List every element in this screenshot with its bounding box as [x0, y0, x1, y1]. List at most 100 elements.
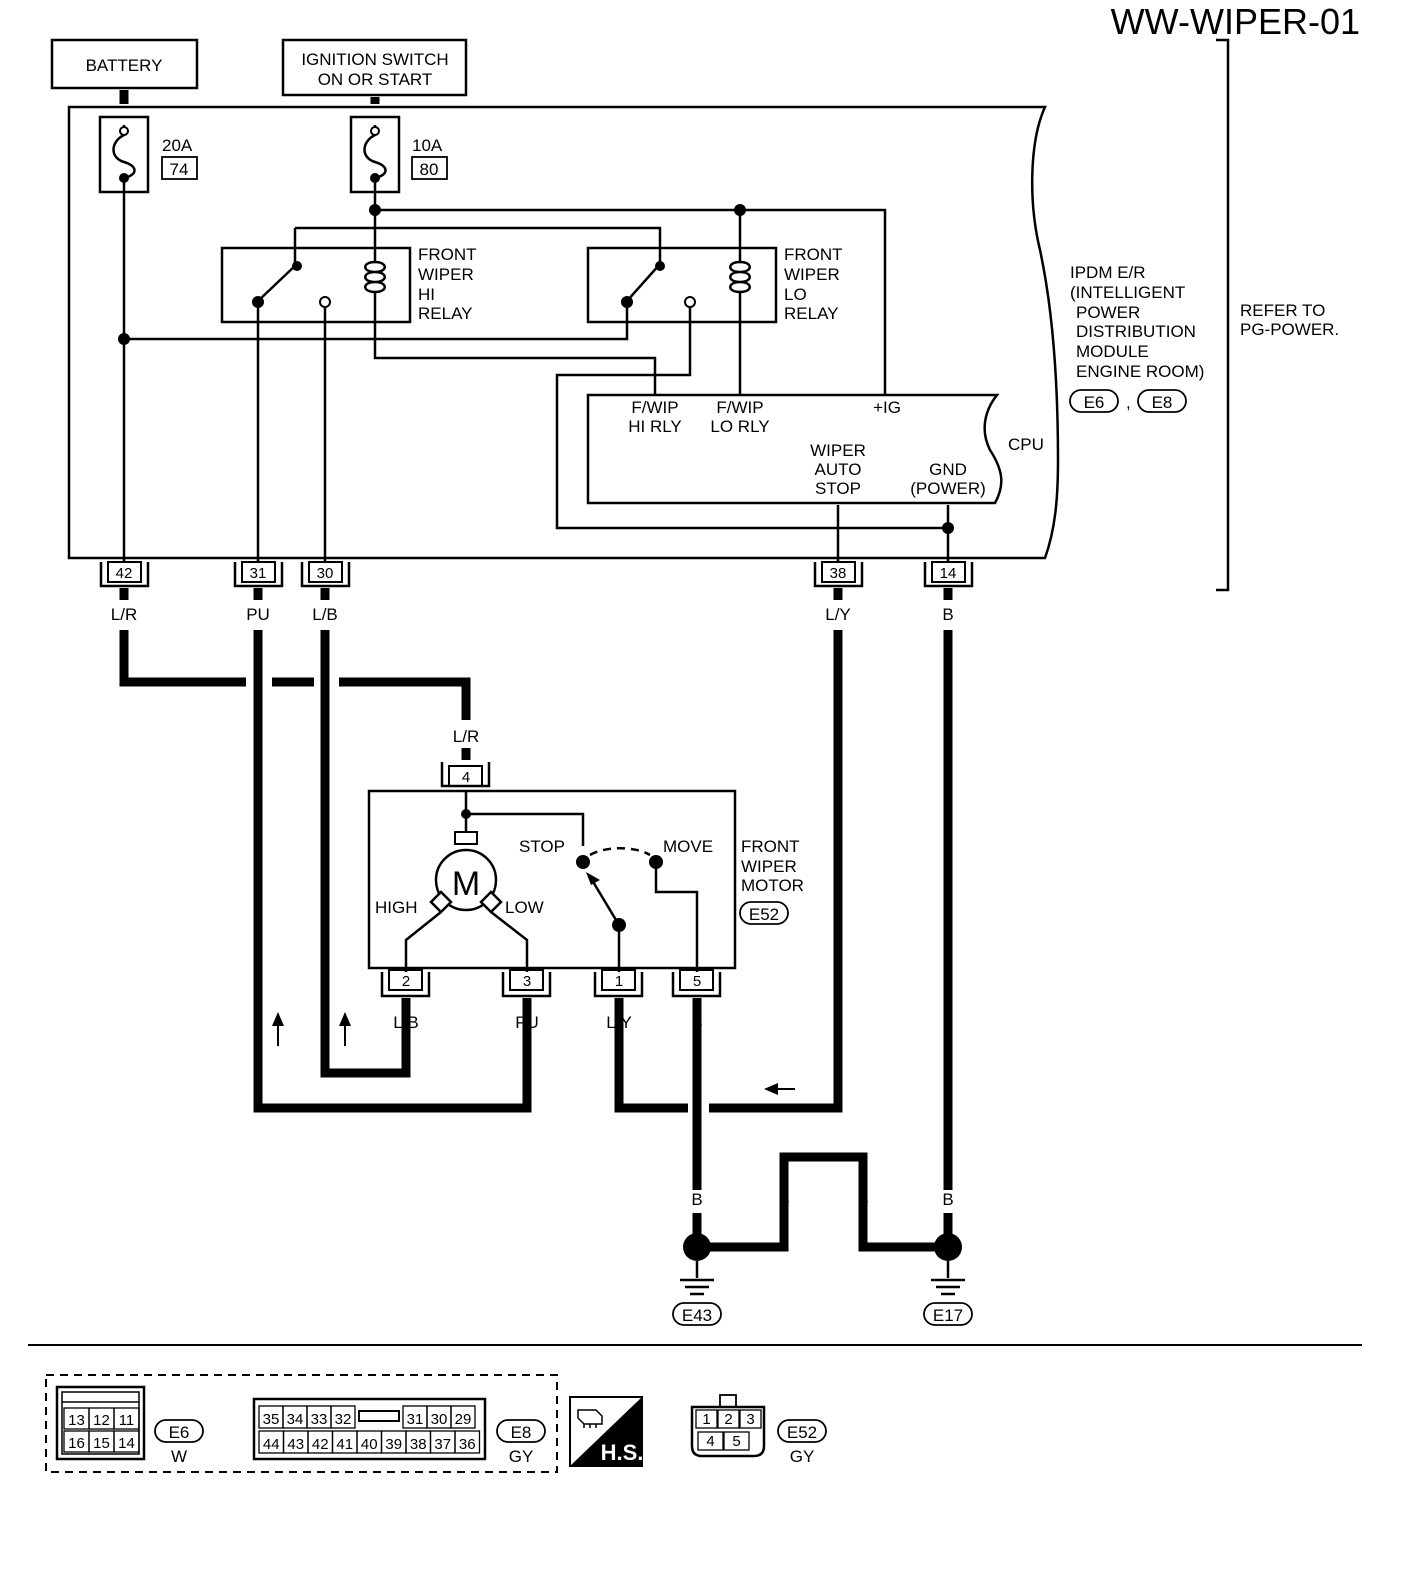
lo-relay-label-4: RELAY	[784, 304, 839, 323]
ignition-switch-source: IGNITION SWITCH ON OR START	[281, 38, 468, 97]
connector-e6-id: E6	[169, 1423, 190, 1442]
motor-pin-1: 1 L/Y	[593, 969, 644, 1032]
fuse-74: 20A 74	[98, 115, 198, 194]
motor-name-3: MOTOR	[741, 876, 804, 895]
connector-e8-color: GY	[509, 1447, 534, 1466]
pin-38: 38	[830, 565, 847, 582]
motor-pin-5-wire: B	[691, 1013, 702, 1032]
ipdm-line-4: DISTRIBUTION	[1076, 322, 1196, 341]
e8-pin-37-label: 37	[434, 1436, 451, 1453]
cpu-lo-rly-1: F/WIP	[716, 398, 763, 417]
wire-38-color: L/Y	[825, 605, 851, 624]
e8-pin-40-label: 40	[361, 1436, 378, 1453]
ignition-label-line2: ON OR START	[318, 70, 433, 89]
motor-pin-1-wire: L/Y	[606, 1013, 632, 1032]
fuse-74-number: 74	[170, 160, 189, 179]
motor-pin-2: 2 L/B	[380, 969, 431, 1032]
e8-pin-31-label: 31	[407, 1411, 424, 1428]
lo-relay-label-1: FRONT	[784, 245, 843, 264]
connector-e52-color: GY	[790, 1447, 815, 1466]
connector-e8-id: E8	[511, 1423, 532, 1442]
hi-relay-label-2: WIPER	[418, 265, 474, 284]
fuse-80-number: 80	[420, 160, 439, 179]
ipdm-line-5: MODULE	[1076, 342, 1149, 361]
ground-wire-label-2: B	[778, 1190, 789, 1209]
connector-e6-color: W	[171, 1447, 187, 1466]
hi-relay-label-4: RELAY	[418, 304, 473, 323]
e52-pin-5-cell	[723, 1431, 750, 1451]
wire-42-color: L/R	[111, 605, 137, 624]
e8-pin-29-cell	[450, 1405, 476, 1429]
ground-wire-label-4: B	[942, 1190, 953, 1209]
pin-42: 42	[116, 565, 133, 582]
cpu-auto-stop-3: STOP	[815, 479, 861, 498]
cpu-auto-stop-1: WIPER	[810, 441, 866, 460]
cpu-label: CPU	[1008, 435, 1044, 454]
motor-move-label: MOVE	[663, 837, 713, 856]
hs-label: H.S.	[601, 1440, 644, 1465]
ground-e17: E17	[923, 1261, 973, 1326]
e52-pin-3-cell	[739, 1409, 762, 1429]
motor-name-1: FRONT	[741, 837, 800, 856]
ipdm-connector-sep: ,	[1126, 393, 1131, 412]
refer-bracket	[1216, 38, 1230, 592]
e52-pin-5-label: 5	[732, 1433, 740, 1450]
e8-pin-43-label: 43	[287, 1436, 304, 1453]
e8-pin-29-label: 29	[455, 1411, 472, 1428]
motor-pin-1-number: 1	[615, 973, 623, 990]
e8-key-slot-cell	[358, 1410, 400, 1422]
ipdm-connector-e8: E8	[1152, 393, 1173, 412]
ground-e43: E43	[672, 1261, 722, 1326]
cpu-block: F/WIP HI RLY F/WIP LO RLY +IG WIPER AUTO…	[586, 393, 1044, 505]
ipdm-line-6: ENGINE ROOM)	[1076, 362, 1204, 381]
e8-pin-41-label: 41	[336, 1436, 353, 1453]
ipdm-line-3: POWER	[1076, 303, 1140, 322]
ipdm-line-2: (INTELLIGENT	[1070, 283, 1185, 302]
front-wiper-lo-relay: FRONT WIPER LO RELAY	[586, 245, 843, 324]
cpu-auto-stop-2: AUTO	[815, 460, 862, 479]
ground-wire-label-1: B	[691, 1190, 702, 1209]
e8-pin-38-label: 38	[410, 1436, 427, 1453]
motor-pin-2-number: 2	[402, 973, 410, 990]
ground-e17-label: E17	[933, 1306, 963, 1325]
connector-e52-id: E52	[787, 1423, 817, 1442]
ipdm-internal-wiring	[118, 178, 954, 562]
fuse-80: 10A 80	[349, 115, 448, 194]
cpu-lo-rly-2: LO RLY	[710, 417, 769, 436]
e6-pin-14-label: 14	[118, 1435, 135, 1452]
ipdm-line-1: IPDM E/R	[1070, 263, 1146, 282]
legend-dashed-box	[45, 1374, 558, 1473]
e52-pin-4-label: 4	[706, 1433, 714, 1450]
battery-source: BATTERY	[50, 38, 199, 90]
refer-line-2: PG-POWER.	[1240, 320, 1339, 339]
motor-pin-2-wire: L/B	[393, 1013, 419, 1032]
motor-symbol: M	[452, 865, 480, 903]
refer-line-1: REFER TO	[1240, 301, 1325, 320]
ipdm-terminal-30: 30 L/B	[300, 561, 351, 624]
wire-31-color: PU	[246, 605, 270, 624]
ipdm-label: IPDM E/R (INTELLIGENT POWER DISTRIBUTION…	[1069, 263, 1204, 413]
e8-pin-35-label: 35	[263, 1411, 280, 1428]
e6-pin-14-cell	[113, 1430, 140, 1453]
wire-30-color: L/B	[312, 605, 338, 624]
e52-pin-1-cell	[695, 1409, 718, 1429]
e8-pin-36-label: 36	[459, 1436, 476, 1453]
diagram-title: WW-WIPER-01	[1111, 1, 1360, 42]
pin-31: 31	[250, 565, 267, 582]
motor-top-wire-color: L/R	[453, 727, 479, 746]
front-wiper-motor: 4 M HIGH LOW STOP MOVE FRONT WIPER MOTOR…	[367, 748, 804, 972]
pin-14: 14	[940, 565, 957, 582]
e52-pin-2-label: 2	[724, 1411, 732, 1428]
front-wiper-hi-relay: FRONT WIPER HI RELAY	[220, 245, 477, 324]
hi-relay-label-1: FRONT	[418, 245, 477, 264]
motor-low-label: LOW	[505, 898, 544, 917]
cpu-ig: +IG	[873, 398, 901, 417]
hi-relay-label-3: HI	[418, 285, 435, 304]
e8-pin-34-label: 34	[287, 1411, 304, 1428]
e8-pin-32-label: 32	[335, 1411, 352, 1428]
cpu-hi-rly-2: HI RLY	[628, 417, 682, 436]
e8-pin-33-label: 33	[311, 1411, 328, 1428]
e6-pin-13-label: 13	[68, 1412, 85, 1429]
